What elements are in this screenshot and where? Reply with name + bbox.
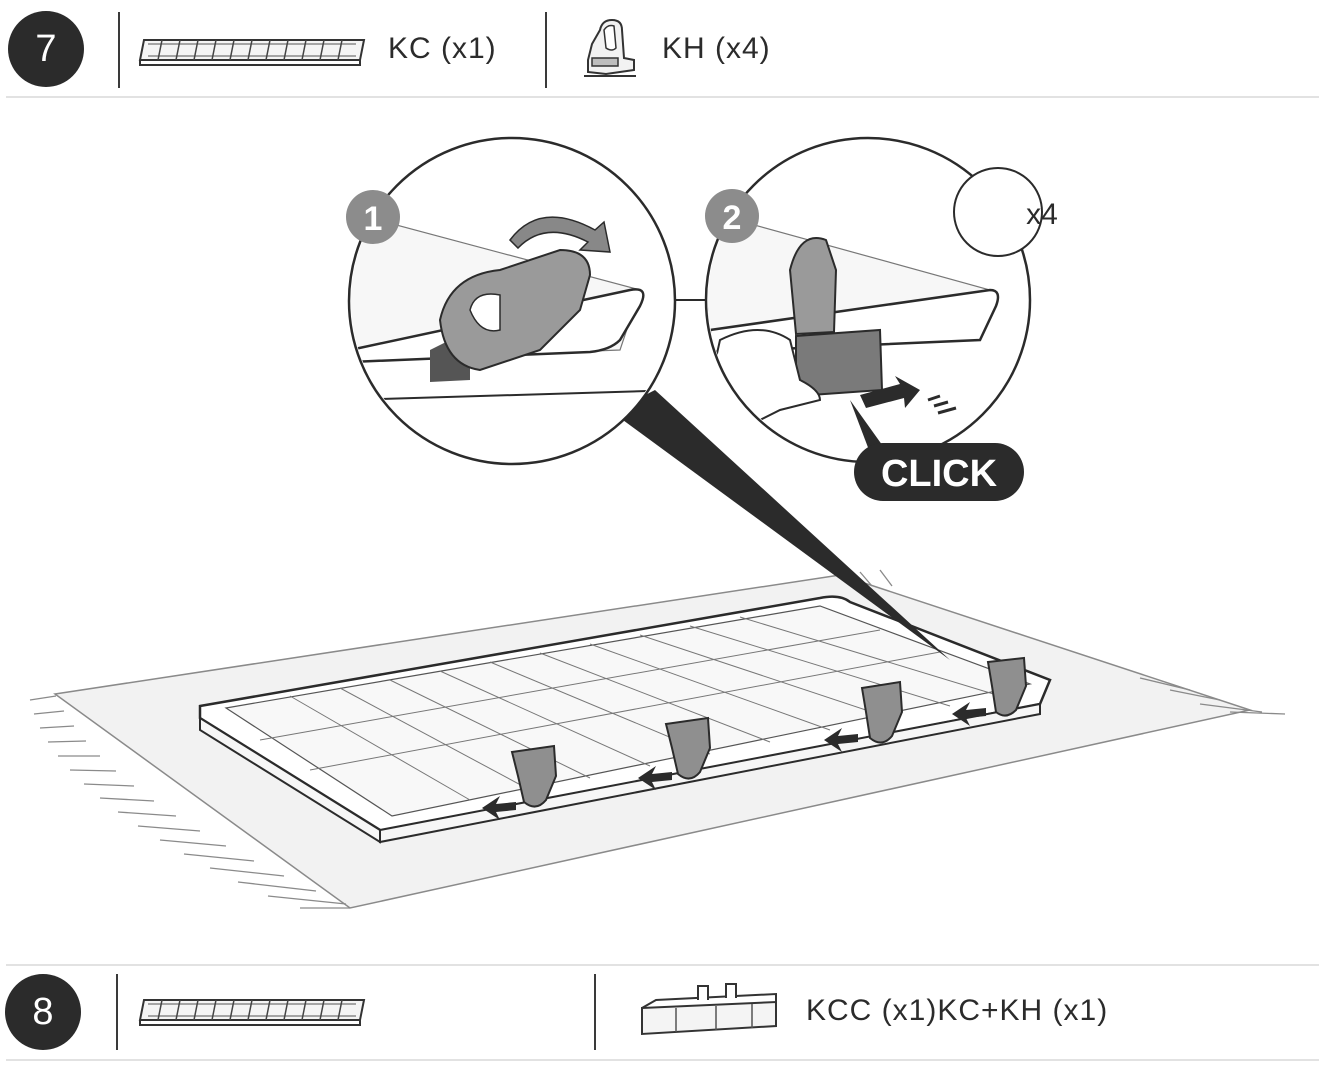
insert-arrows [482,702,986,820]
step-8-header: 8 KCC (x1)KC+KH (x1) [0,962,1325,1067]
divider [116,974,118,1050]
divider [594,974,596,1050]
crossbar-icon [641,983,777,1036]
separator-line [6,1059,1319,1061]
separator-line [6,96,1319,98]
detail-1-number: 1 [364,200,383,238]
hook-clip-icon [584,18,636,77]
multiplier-label: x4 [1026,198,1058,231]
click-badge [854,443,1024,501]
grid-shelf-icon [138,39,366,66]
multiplier-circle [953,167,1043,257]
part-label-kh: KH (x4) [662,32,771,65]
separator-line [6,964,1319,966]
divider [118,12,120,88]
detail-view-1: 1 [346,136,677,466]
detail-view-2: 2 [704,136,1032,464]
step-7-number: 7 [8,11,84,87]
callout-pointer [612,390,950,660]
part-label-kc: KC (x1) [388,32,497,65]
grid-shelf-icon [138,999,366,1026]
hook-clips-installed [510,656,1028,808]
detail-2-number: 2 [723,199,742,237]
detail-2-badge [705,189,759,243]
click-label: CLICK [881,453,998,495]
divider [545,12,547,88]
part-label-kcc: KCC (x1)KC+KH (x1) [806,994,1109,1027]
detail-1-badge [346,190,400,244]
step-7-header: 7 KC (x1) KH (x4) [0,0,1325,100]
assembly-illustration: 1 2 x4 CLICK [29,136,1286,909]
step-8-number: 8 [5,974,81,1050]
